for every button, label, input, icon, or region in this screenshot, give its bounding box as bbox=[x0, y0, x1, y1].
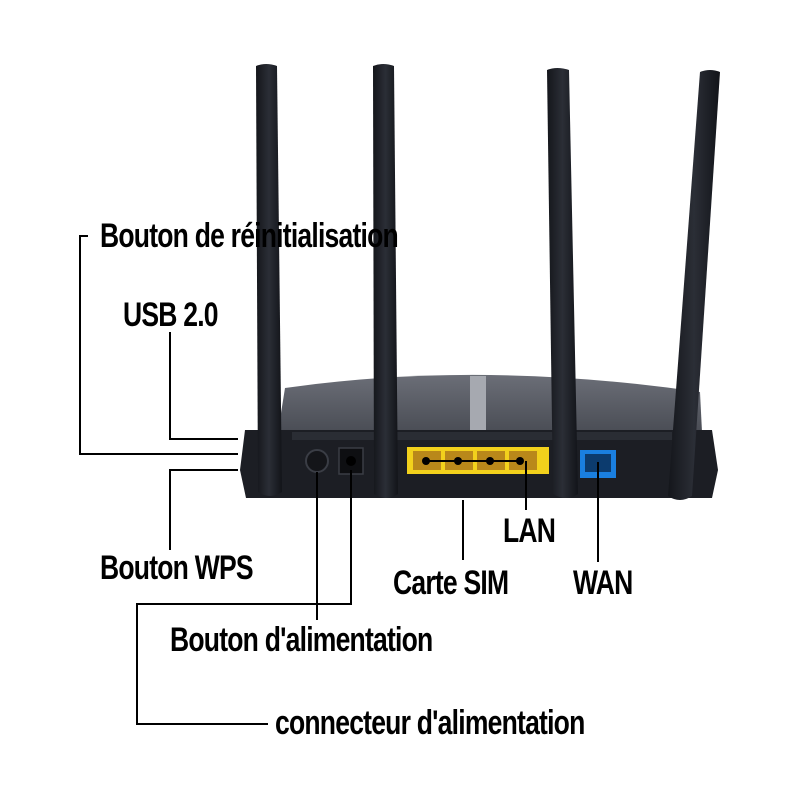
label-power-connector: connecteur d'alimentation bbox=[275, 704, 585, 742]
leader-usb bbox=[169, 332, 238, 440]
label-usb: USB 2.0 bbox=[123, 296, 219, 334]
label-power-button: Bouton d'alimentation bbox=[170, 621, 433, 659]
leader-lines bbox=[79, 235, 599, 725]
router-top-stripe bbox=[470, 376, 486, 432]
label-lan: LAN bbox=[503, 512, 556, 550]
antennas bbox=[256, 64, 720, 500]
label-wps-button: Bouton WPS bbox=[100, 549, 254, 587]
label-sim-card: Carte SIM bbox=[393, 564, 509, 602]
router-top-panel bbox=[278, 374, 702, 432]
label-wan: WAN bbox=[573, 564, 633, 602]
leader-power-connector bbox=[136, 470, 352, 725]
leader-wps bbox=[169, 469, 238, 550]
antenna bbox=[373, 64, 398, 498]
power-button bbox=[305, 449, 329, 473]
antenna bbox=[668, 70, 720, 500]
label-reset-button: Bouton de réinitialisation bbox=[100, 217, 399, 255]
leader-reset bbox=[79, 235, 238, 455]
antenna bbox=[256, 64, 282, 496]
antenna bbox=[547, 68, 578, 498]
